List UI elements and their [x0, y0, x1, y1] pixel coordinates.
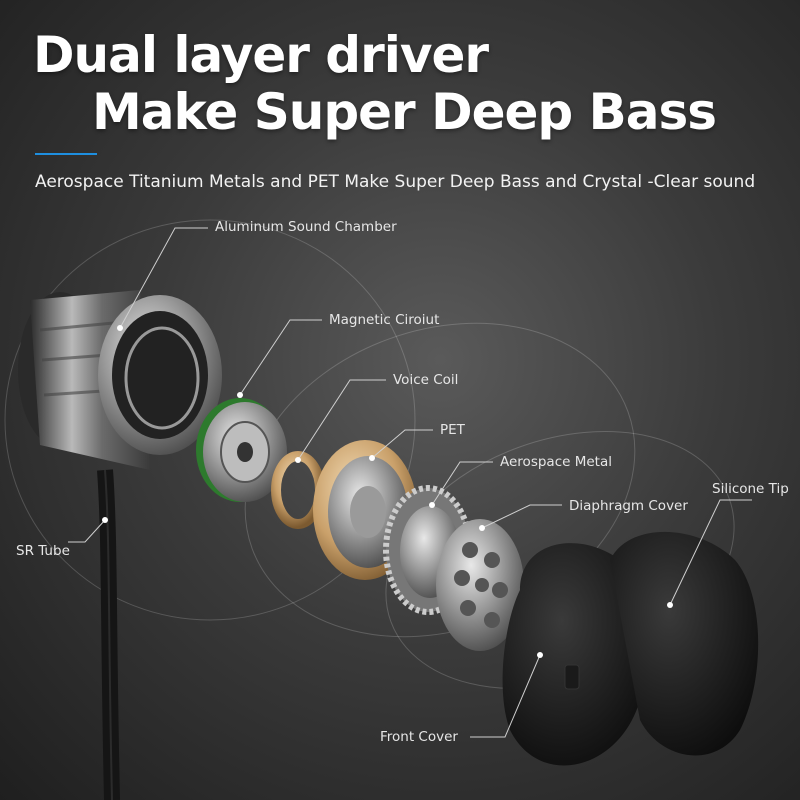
headline-line-1: Dual layer driver	[33, 26, 489, 84]
label-diaphragm-cover: Diaphragm Cover	[569, 498, 688, 514]
front-cover-and-silicone-tip	[502, 531, 759, 766]
subtitle: Aerospace Titanium Metals and PET Make S…	[35, 172, 756, 192]
leader-lines	[68, 227, 752, 738]
label-aerospace-metal: Aerospace Metal	[500, 454, 612, 470]
diaphragm-cover-part	[436, 519, 524, 651]
label-silicone-tip: Silicone Tip	[712, 481, 789, 497]
label-magnetic-circuit: Magnetic Ciroiut	[329, 312, 440, 328]
label-voice-coil: Voice Coil	[393, 372, 459, 388]
leader-dots	[102, 325, 673, 658]
label-front-cover: Front Cover	[380, 729, 458, 745]
accent-divider	[35, 153, 97, 155]
headline-line-2: Make Super Deep Bass	[92, 83, 717, 141]
label-pet: PET	[440, 422, 465, 438]
aluminum-sound-chamber-part	[18, 290, 222, 470]
magnetic-circuit-part	[196, 398, 287, 502]
label-aluminum-sound-chamber: Aluminum Sound Chamber	[215, 219, 397, 235]
label-sr-tube: SR Tube	[16, 543, 70, 559]
